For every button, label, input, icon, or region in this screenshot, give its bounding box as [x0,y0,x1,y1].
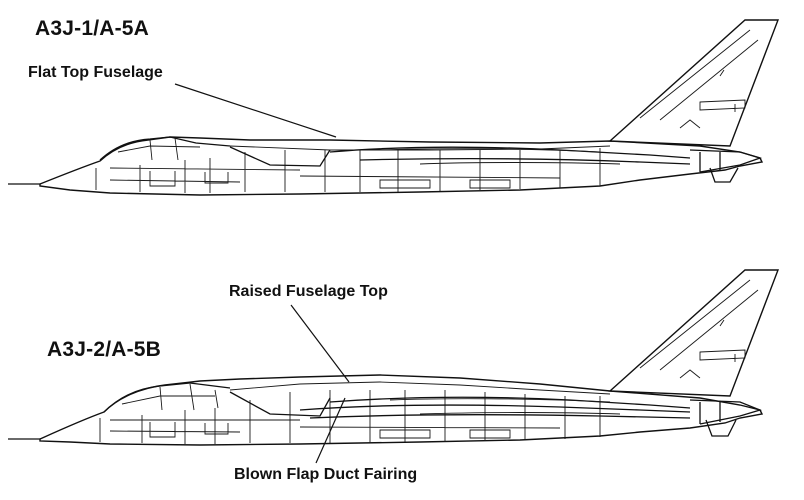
flat-top-leader-line [174,83,337,138]
a5a-canopy [99,136,231,161]
a5b-vertical-tail [608,269,780,397]
a5b-canopy-frame [121,383,219,411]
a5a-panel-lines [95,148,601,193]
a5a-aircraft [8,19,780,196]
a5a-intake [229,146,331,167]
a5a-flat-top-line [229,145,611,151]
flat-top-fuselage-label: Flat Top Fuselage [28,64,163,81]
a5b-canopy [103,382,231,413]
a5b-raised-top-line [229,381,611,395]
a5b-wing-stripes [389,398,621,415]
a5b-blown-flap-duct-fairing [299,404,691,419]
blown-flap-duct-fairing-label: Blown Flap Duct Fairing [234,466,418,483]
a5b-intake [229,391,331,417]
a5a-vertical-tail [608,19,780,147]
a5a-exhaust [689,149,763,183]
a5b-exhaust [689,399,762,437]
raised-top-leader-line [290,304,350,383]
a5a-tail-details [639,29,759,129]
raised-fuselage-top-label: Raised Fuselage Top [229,283,388,300]
a5b-aircraft [8,269,780,446]
a5a-title: A3J-1/A-5A [35,17,150,40]
a5b-tail-details [639,279,759,379]
a5b-title: A3J-2/A-5B [47,338,162,361]
a5a-canopy-frame [117,137,201,161]
blown-flap-leader-line [315,397,346,464]
a5a-fuselage-outline [39,136,764,196]
a5a-wing-stripes [379,148,621,165]
